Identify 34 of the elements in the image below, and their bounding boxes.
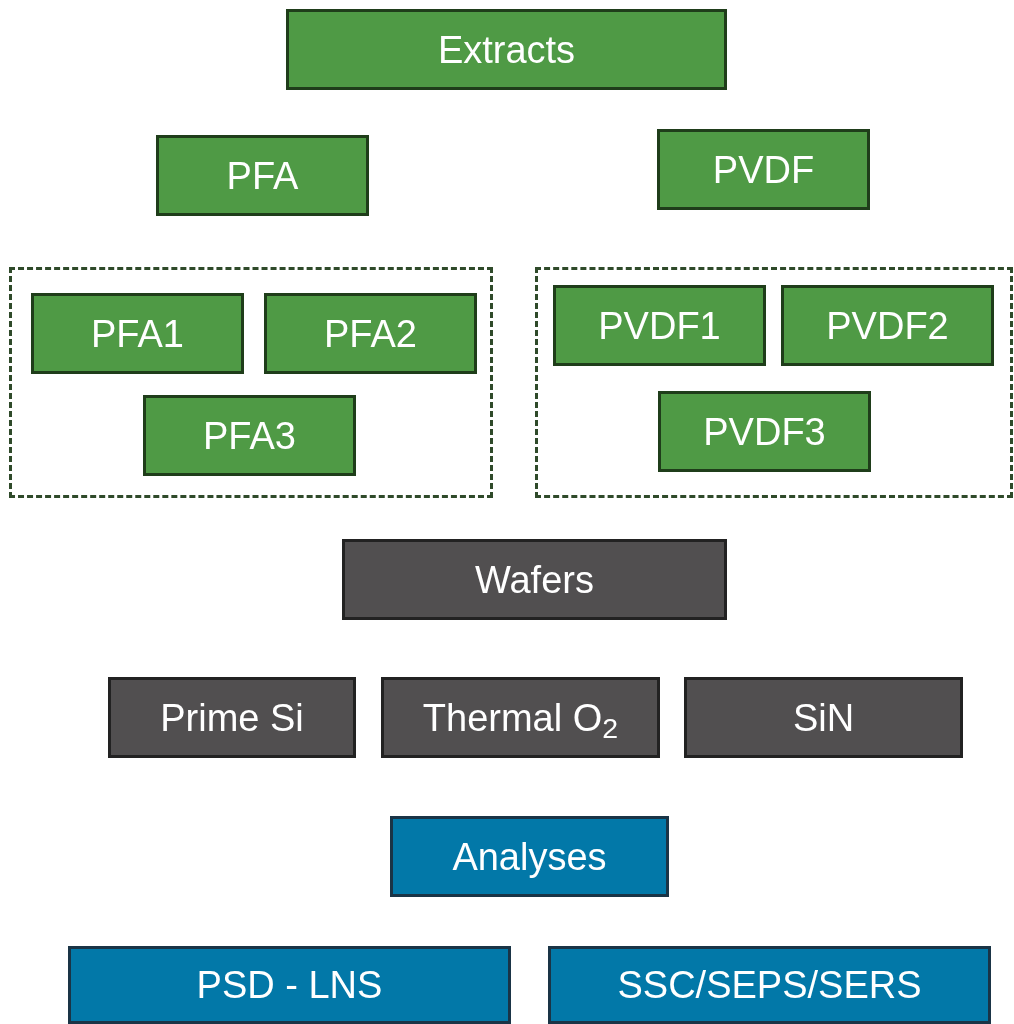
label-box	[68, 946, 511, 1024]
box-label: PFA2	[324, 314, 417, 353]
box-label: Thermal O$_{2}$	[422, 698, 619, 737]
box-label: PVDF	[712, 150, 815, 189]
label-box	[286, 9, 727, 90]
box-label: PVDF1	[598, 306, 721, 345]
box-label: Wafers	[475, 560, 594, 599]
label-box	[143, 395, 356, 476]
box-label: SiN	[792, 698, 855, 737]
box-label: PFA	[226, 156, 299, 195]
label-box	[390, 816, 669, 897]
label-box	[781, 285, 994, 366]
label-box	[31, 293, 244, 374]
box-label: Extracts	[437, 30, 576, 69]
box-label: PSD - LNS	[196, 966, 383, 1004]
label-box	[548, 946, 991, 1024]
dashed-group-box	[9, 267, 493, 498]
label-box	[657, 129, 870, 210]
dashed-group-box	[535, 267, 1013, 498]
label-box	[658, 391, 871, 472]
label-box	[342, 539, 727, 620]
box-label: Prime Si	[160, 698, 304, 737]
box-label: PFA1	[91, 314, 184, 353]
box-label: SSC/SEPS/SERS	[617, 966, 922, 1004]
box-label: Analyses	[452, 837, 607, 876]
label-box	[156, 135, 369, 216]
label-box	[553, 285, 766, 366]
label-box	[264, 293, 477, 374]
label-box	[381, 677, 660, 758]
label-box	[684, 677, 963, 758]
box-label: PFA3	[203, 416, 296, 455]
box-label: PVDF2	[826, 306, 949, 345]
box-label: PVDF3	[703, 412, 826, 451]
label-box	[108, 677, 356, 758]
